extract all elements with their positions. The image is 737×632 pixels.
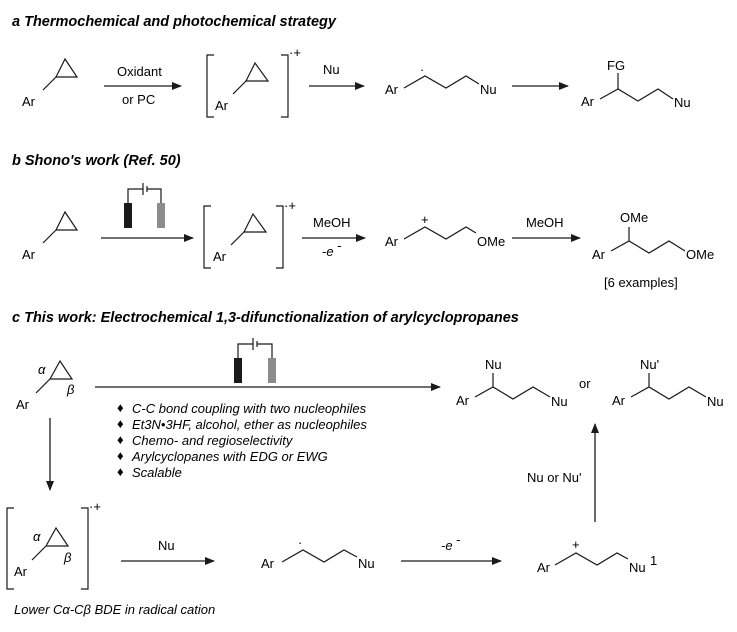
feature-item: C-C bond coupling with two nucleophiles	[132, 401, 367, 416]
svg-text:α: α	[38, 362, 46, 377]
svg-text:Ar: Ar	[385, 234, 399, 249]
arrow-oxidant: Oxidant or PC	[104, 64, 182, 107]
svg-text:β: β	[63, 550, 72, 565]
svg-text:Nu: Nu	[707, 394, 724, 409]
svg-text:α: α	[33, 529, 41, 544]
svg-text:·+: ·+	[89, 499, 101, 514]
svg-text:MeOH: MeOH	[313, 215, 351, 230]
svg-text:-: -	[456, 532, 461, 547]
svg-text:OMe: OMe	[686, 247, 714, 262]
svg-text:Ar: Ar	[261, 556, 275, 571]
arrow-meoh-b: MeOH	[512, 215, 581, 242]
electrodes-icon	[234, 338, 276, 383]
svg-text:Ar: Ar	[581, 94, 595, 109]
svg-text:-: -	[337, 238, 342, 253]
arrow-meoh-oxidation: MeOH -e -	[302, 215, 366, 259]
svg-text:MeOH: MeOH	[526, 215, 564, 230]
footnote: Lower Cα-Cβ BDE in radical cation	[14, 602, 215, 617]
product-a: FG Ar Nu	[581, 58, 691, 110]
svg-text:Ar: Ar	[14, 564, 28, 579]
svg-text:♦: ♦	[117, 416, 124, 431]
svg-text:Nu: Nu	[323, 62, 340, 77]
feature-item: Scalable	[132, 465, 182, 480]
section-b-title: b Shono's work (Ref. 50)	[12, 153, 181, 169]
svg-text:·: ·	[420, 62, 424, 77]
svg-text:·+: ·+	[289, 45, 301, 60]
svg-text:Nu: Nu	[674, 95, 691, 110]
svg-text:-e: -e	[322, 244, 334, 259]
electrodes-icon	[124, 183, 165, 228]
svg-text:+: +	[421, 212, 429, 227]
svg-text:Ar: Ar	[592, 247, 606, 262]
svg-text:Ar: Ar	[385, 82, 399, 97]
feature-item: Et3N•3HF, alcohol, ether as nucleophiles	[132, 417, 367, 432]
svg-text:OMe: OMe	[477, 234, 505, 249]
svg-text:β: β	[66, 382, 75, 397]
radical-cation-b: Ar ·+	[203, 198, 296, 269]
radical-cation-a: Ar ·+	[206, 45, 301, 118]
arrow-up-c: Nu or Nu'	[527, 423, 599, 522]
radical-cation-c: Ar α β ·+	[6, 499, 101, 590]
svg-text:Ar: Ar	[213, 249, 227, 264]
arrow-nu-a: Nu	[309, 62, 365, 90]
svg-text:Nu: Nu	[358, 556, 375, 571]
svg-text:Ar: Ar	[16, 397, 30, 412]
arrow-oxidation-c: -e -	[401, 532, 502, 565]
svg-text:FG: FG	[607, 58, 625, 73]
svg-text:♦: ♦	[117, 432, 124, 447]
svg-text:·: ·	[298, 535, 302, 550]
section-c-title: c This work: Electrochemical 1,3-difunct…	[12, 310, 519, 326]
cation-intermediate-b: Ar + OMe	[385, 212, 505, 249]
svg-text:Ar: Ar	[537, 560, 551, 575]
svg-text:+: +	[572, 537, 580, 552]
cation-intermediate-c: Ar + Nu 1	[537, 537, 657, 575]
svg-text:Nu': Nu'	[640, 357, 659, 372]
section-a-title: a Thermochemical and photochemical strat…	[12, 14, 337, 30]
arylcyclopropane-c1: Ar α β	[16, 359, 75, 412]
or-label: or	[579, 376, 591, 391]
svg-text:·+: ·+	[284, 198, 296, 213]
product-c1: Nu Ar Nu	[456, 357, 568, 409]
svg-text:-e: -e	[441, 538, 453, 553]
svg-text:Nu: Nu	[551, 394, 568, 409]
svg-text:or PC: or PC	[122, 92, 155, 107]
svg-text:Nu or Nu': Nu or Nu'	[527, 470, 582, 485]
electrolysis-arrow-b	[101, 183, 194, 242]
radical-intermediate-c: Ar · Nu	[261, 535, 375, 571]
svg-text:♦: ♦	[117, 448, 124, 463]
svg-text:Ar: Ar	[456, 393, 470, 408]
svg-text:♦: ♦	[117, 400, 124, 415]
svg-text:Ar: Ar	[612, 393, 626, 408]
svg-text:Nu: Nu	[629, 560, 646, 575]
svg-text:Ar: Ar	[22, 247, 36, 262]
feature-item: Chemo- and regioselectivity	[132, 433, 294, 448]
svg-text:Ar: Ar	[215, 98, 229, 113]
arrow-nu-c: Nu	[121, 538, 215, 565]
svg-text:1: 1	[650, 553, 657, 568]
svg-text:Ar: Ar	[22, 94, 36, 109]
svg-text:OMe: OMe	[620, 210, 648, 225]
svg-text:Oxidant: Oxidant	[117, 64, 162, 79]
product-b: OMe Ar OMe [6 examples]	[592, 210, 714, 290]
arylcyclopropane-a1: Ar	[22, 57, 79, 109]
feature-item: Arylcyclopanes with EDG or EWG	[131, 449, 328, 464]
radical-intermediate-a: Ar · Nu	[385, 62, 497, 97]
electrolysis-arrow-c	[95, 338, 441, 391]
svg-text:Nu: Nu	[480, 82, 497, 97]
feature-list: ♦ C-C bond coupling with two nucleophile…	[117, 400, 367, 480]
svg-text:Nu: Nu	[158, 538, 175, 553]
svg-text:Nu: Nu	[485, 357, 502, 372]
product-c2: Nu' Ar Nu	[612, 357, 724, 409]
examples-count: [6 examples]	[604, 275, 678, 290]
arylcyclopropane-b1: Ar	[22, 210, 79, 262]
svg-text:♦: ♦	[117, 464, 124, 479]
